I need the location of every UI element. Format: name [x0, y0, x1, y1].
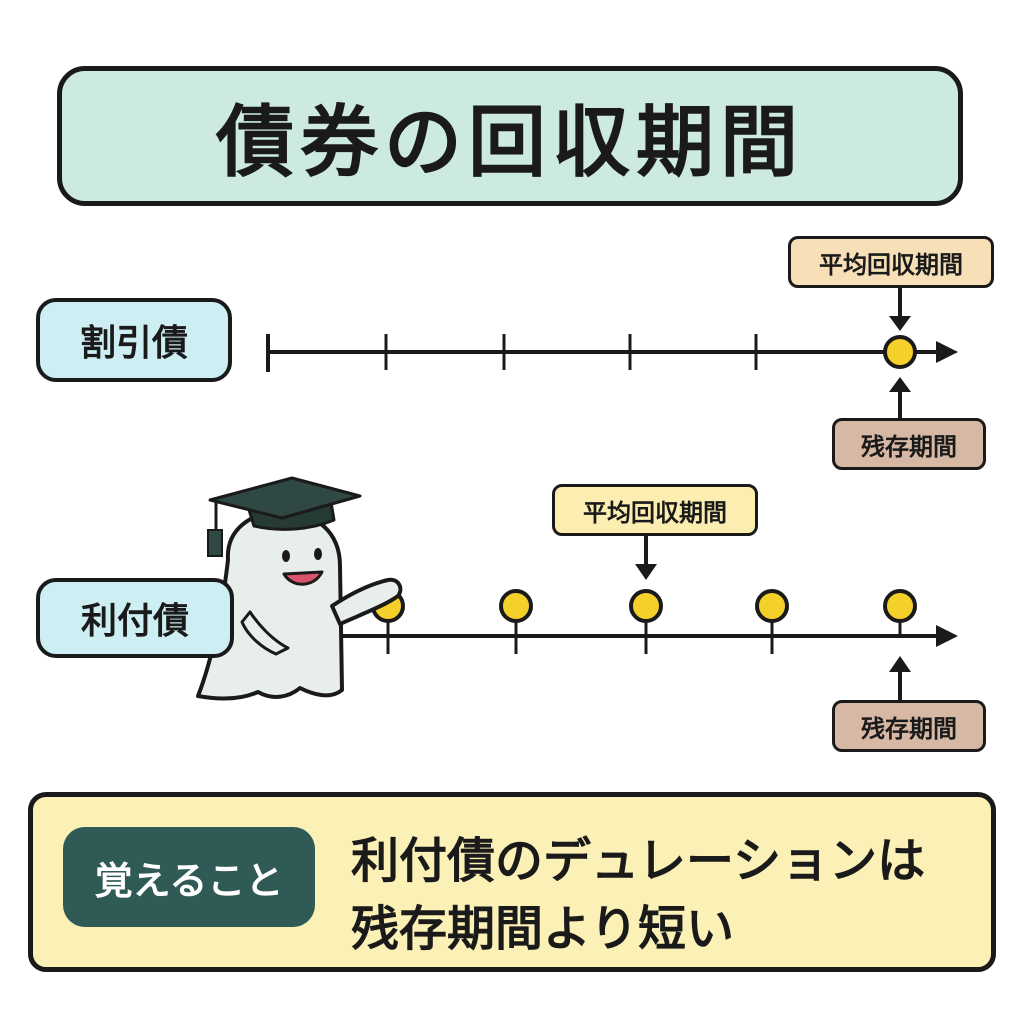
coupon-average-arrowhead: [635, 564, 657, 580]
memo-badge: 覚えること: [63, 827, 315, 927]
coupon-remaining-period-text: 残存期間: [861, 714, 957, 743]
memo-box: 覚えること 利付債のデュレーションは 残存期間より短い: [28, 792, 996, 972]
page-title: 債券の回収期間: [215, 98, 804, 188]
coupon-coin: [499, 589, 533, 623]
ghost-left-arm: [240, 610, 290, 656]
discount-bond-timeline: [266, 288, 958, 418]
memo-line-1: 利付債のデュレーションは: [351, 833, 926, 889]
coupon-coin: [629, 589, 663, 623]
title-banner: 債券の回収期間: [57, 66, 963, 206]
discount-bond-label: 割引債: [36, 298, 232, 382]
ghost-right-eye: [314, 548, 322, 560]
memo-line-2: 残存期間より短い: [351, 901, 735, 957]
ghost-arm: [330, 577, 403, 626]
coupon-bond-timeline: [290, 536, 958, 700]
coupon-remaining-period-tag: 残存期間: [832, 700, 986, 752]
discount-remaining-period-tag: 残存期間: [832, 418, 986, 470]
discount-remaining-period-text: 残存期間: [861, 432, 957, 461]
discount-average-period-tag: 平均回収期間: [788, 236, 994, 288]
coupon-average-period-text: 平均回収期間: [583, 498, 727, 527]
ghost-left-eye: [282, 550, 290, 562]
coupon-timeline-arrowhead: [936, 625, 958, 647]
ghost-mascot-illustration: [196, 476, 403, 701]
discount-remaining-arrowhead: [889, 377, 911, 392]
cap-board: [208, 476, 362, 520]
discount-timeline-arrowhead: [936, 341, 958, 363]
ghost-mouth: [282, 570, 324, 586]
memo-badge-text: 覚えること: [94, 858, 284, 903]
cap-tassel: [207, 529, 223, 557]
coupon-bond-label-text: 利付債: [80, 601, 189, 642]
coupon-bond-label: 利付債: [36, 578, 234, 658]
coupon-remaining-arrowhead: [889, 656, 911, 672]
coupon-coin: [755, 589, 789, 623]
discount-average-period-text: 平均回収期間: [819, 250, 963, 279]
discount-average-arrowhead: [889, 316, 911, 331]
discount-maturity-coin: [883, 335, 917, 369]
coupon-coin: [883, 589, 917, 623]
discount-bond-label-text: 割引債: [79, 323, 188, 364]
coupon-average-period-tag: 平均回収期間: [552, 484, 758, 536]
